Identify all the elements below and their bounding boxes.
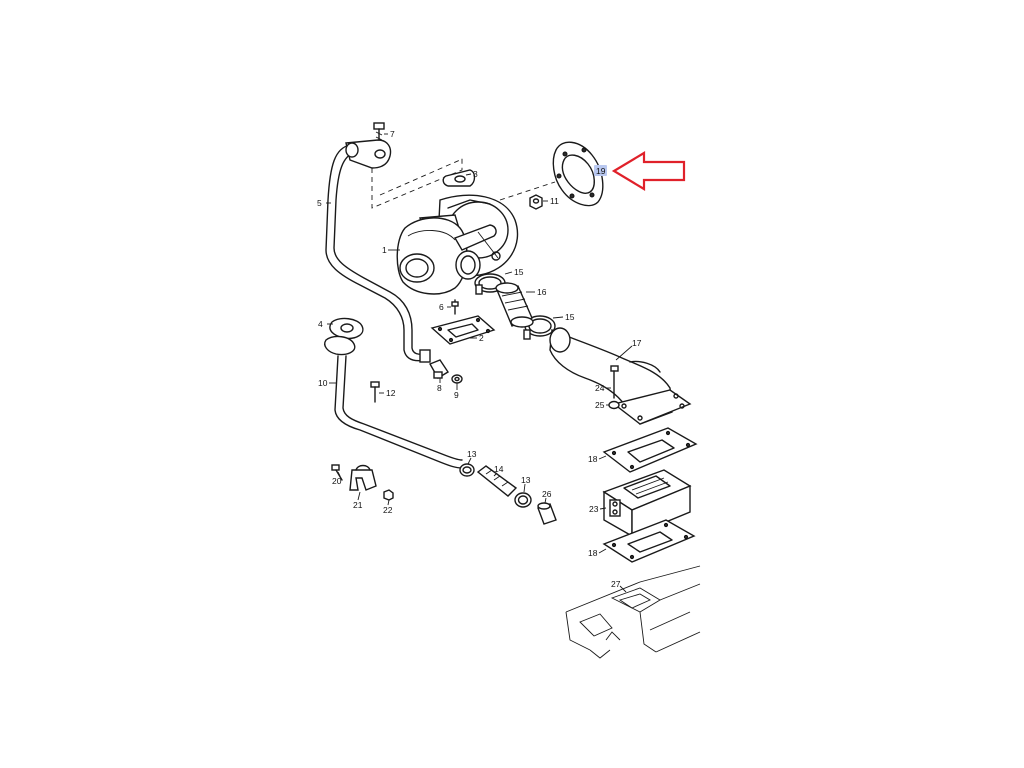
callout-15-upper: 15 [514, 267, 524, 277]
callout-2: 2 [479, 333, 484, 343]
assembly-line-a [371, 155, 463, 209]
bracket-21 [349, 464, 377, 491]
elbow-17 [549, 327, 692, 425]
washer-9 [451, 374, 463, 384]
callout-6: 6 [439, 302, 444, 312]
callout-26: 26 [542, 489, 552, 499]
fitting-8 [428, 359, 449, 379]
hose-14 [476, 465, 518, 497]
gasket-2 [430, 315, 496, 345]
intake-manifold-27 [565, 565, 701, 659]
gasket-18-upper [602, 427, 698, 473]
gasket-19 [552, 141, 604, 207]
sleeve-26 [537, 502, 557, 525]
bolt-12 [370, 381, 380, 403]
callout-23: 23 [589, 504, 599, 514]
hose-16 [495, 282, 534, 328]
callout-17: 17 [632, 338, 642, 348]
bolt-24 [610, 365, 619, 399]
stud-6 [451, 299, 459, 315]
callout-14: 14 [494, 464, 504, 474]
callout-18-lower: 18 [588, 548, 598, 558]
callout-20: 20 [332, 476, 342, 486]
callout-11: 11 [550, 196, 559, 206]
red-arrow-icon [611, 151, 686, 191]
assembly-line-c [499, 181, 556, 201]
callout-21: 21 [353, 500, 363, 510]
callout-10: 10 [318, 378, 328, 388]
nut-11 [529, 194, 543, 210]
callout-19: 19 [596, 166, 606, 176]
callout-1: 1 [382, 245, 387, 255]
leader-lines [326, 133, 633, 593]
oil-pipe-5 [325, 139, 431, 363]
callout-15-lower: 15 [565, 312, 575, 322]
washer-25 [608, 400, 620, 410]
callout-16: 16 [537, 287, 547, 297]
gasket-4 [329, 317, 364, 340]
intake-heater-23 [602, 469, 692, 538]
callout-13-left: 13 [467, 449, 477, 459]
ring-13-right [514, 492, 532, 508]
callout-12: 12 [386, 388, 396, 398]
callout-9: 9 [454, 390, 459, 400]
callout-24: 24 [595, 383, 605, 393]
gasket-3 [442, 169, 476, 187]
callout-25: 25 [595, 400, 605, 410]
callout-18-upper: 18 [588, 454, 598, 464]
callout-8: 8 [437, 383, 442, 393]
callout-27: 27 [611, 579, 621, 589]
gasket-18-lower [602, 519, 696, 563]
callout-4: 4 [318, 319, 323, 329]
nut-22 [383, 489, 394, 501]
ring-13-left [459, 463, 475, 477]
oil-return-pipe-10 [324, 335, 463, 469]
callout-3: 3 [473, 169, 478, 179]
callout-13-right: 13 [521, 475, 531, 485]
callout-22: 22 [383, 505, 393, 515]
callout-7: 7 [390, 129, 395, 139]
turbocharger-1 [396, 194, 519, 295]
callout-highlight [594, 165, 607, 176]
callout-5: 5 [317, 198, 322, 208]
assembly-line-b [379, 159, 461, 196]
